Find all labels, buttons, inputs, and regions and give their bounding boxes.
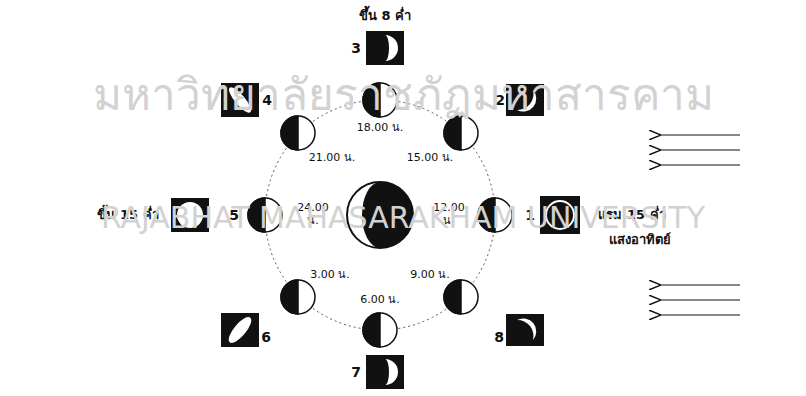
callout-number: 6 <box>261 329 271 345</box>
time-label: 18.00 น. <box>357 122 403 135</box>
callout-number: 3 <box>351 40 361 56</box>
time-label: 6.00 น. <box>360 294 400 307</box>
time-label: 9.00 น. <box>410 269 450 282</box>
time-label: 15.00 น. <box>407 152 453 165</box>
sunlight-label: แสงอาทิตย์ <box>609 233 671 248</box>
callout-number: 8 <box>494 329 504 345</box>
watermark: มหาวิทยาลัยราชภัฏมหาสารคาม <box>93 70 714 121</box>
time-label: 3.00 น. <box>310 269 350 282</box>
callout-number: 7 <box>351 364 361 380</box>
phase-name: ขึ้น 8 ค่ำ <box>359 9 411 24</box>
time-label: 21.00 น. <box>309 152 355 165</box>
watermark: RAJABHAT MAHASARAKHAM UNIVERSITY <box>101 201 705 236</box>
